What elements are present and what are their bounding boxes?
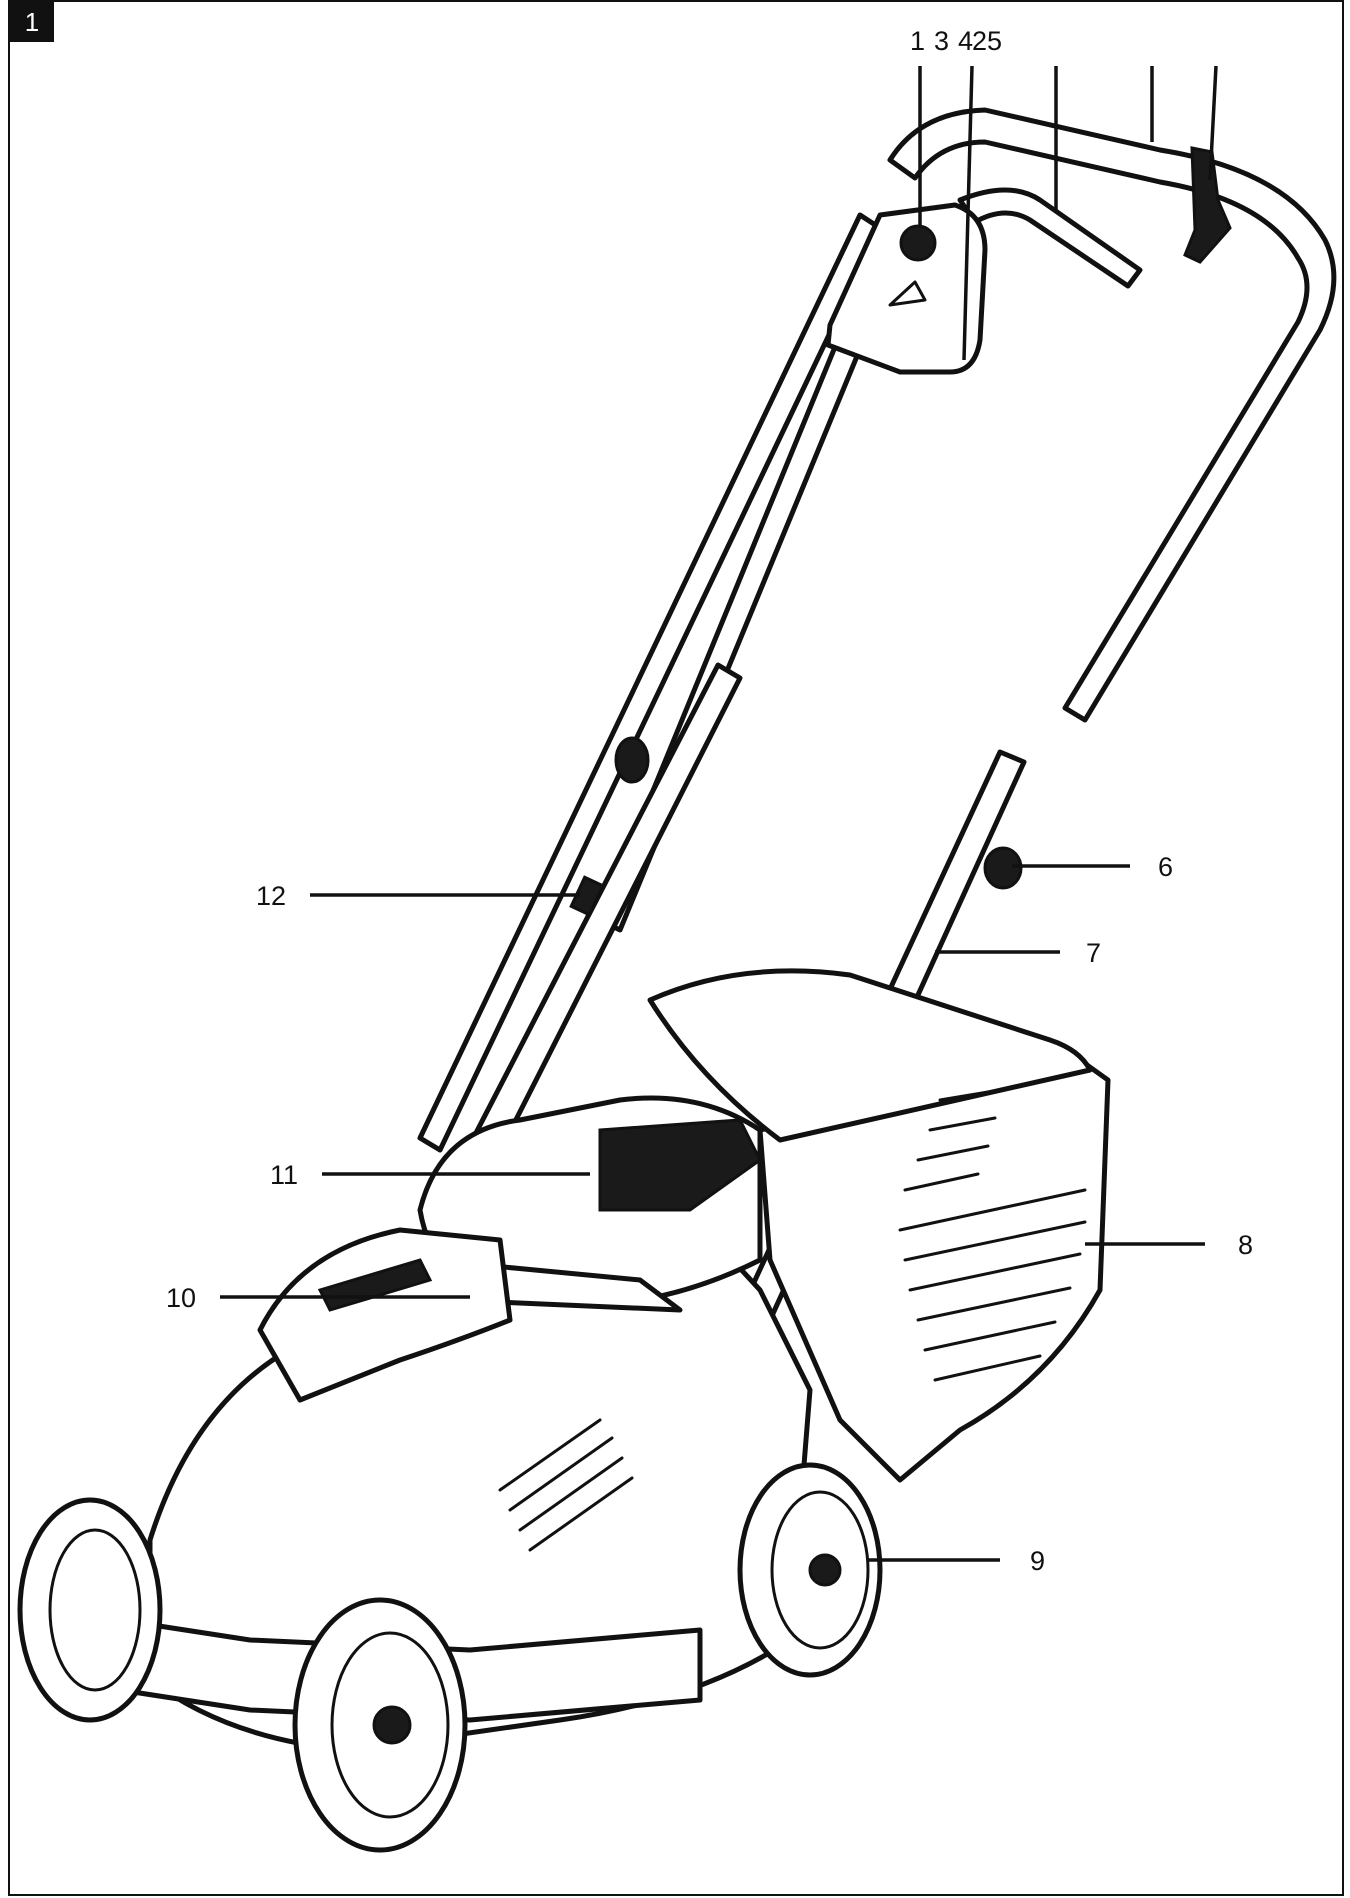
handle-knob-left [614, 736, 650, 784]
figure-number-badge: 1 [10, 2, 54, 42]
safety-button [899, 224, 937, 262]
wheel-rear-right [737, 1462, 883, 1678]
grass-box-lid [647, 968, 1093, 1143]
handle-knob-right [983, 846, 1023, 890]
callout-7: 7 [1086, 938, 1101, 968]
leader-lines [220, 65, 1218, 1562]
leader-2-4 [962, 65, 974, 361]
leader-5 [1208, 65, 1218, 181]
wheels [17, 1462, 883, 1853]
cable-clip-left [569, 875, 605, 917]
motor-housing [257, 1227, 513, 1403]
wheel-front-right [292, 1597, 468, 1853]
deck-vents [498, 1418, 634, 1552]
grass-box-vents [903, 1088, 1002, 1192]
callout-labels: 1 3 4 2 5 6 7 8 9 10 11 12 [166, 26, 1253, 1576]
grass-box [647, 968, 1111, 1483]
mower-deck [117, 1095, 813, 1753]
callout-12: 12 [256, 881, 286, 911]
cable-clip [1183, 146, 1232, 264]
wheel-front-left [17, 1497, 163, 1723]
callout-11: 11 [270, 1160, 298, 1190]
callout-2: 2 [972, 26, 987, 56]
callout-5: 5 [987, 26, 1002, 56]
bail-lever [957, 187, 1143, 289]
callout-10: 10 [166, 1283, 196, 1313]
grass-box-body [757, 1057, 1111, 1483]
grass-box-mesh [898, 1188, 1087, 1382]
callout-9: 9 [1030, 1546, 1045, 1576]
battery-pack [598, 1118, 762, 1212]
callout-4: 4 [958, 26, 973, 56]
callout-1: 1 [910, 26, 925, 56]
callout-6: 6 [1158, 852, 1173, 882]
switch-arrow-icon [888, 280, 927, 307]
callout-3: 3 [934, 26, 949, 56]
callout-8: 8 [1238, 1230, 1253, 1260]
handle-top-bar [887, 107, 1337, 723]
